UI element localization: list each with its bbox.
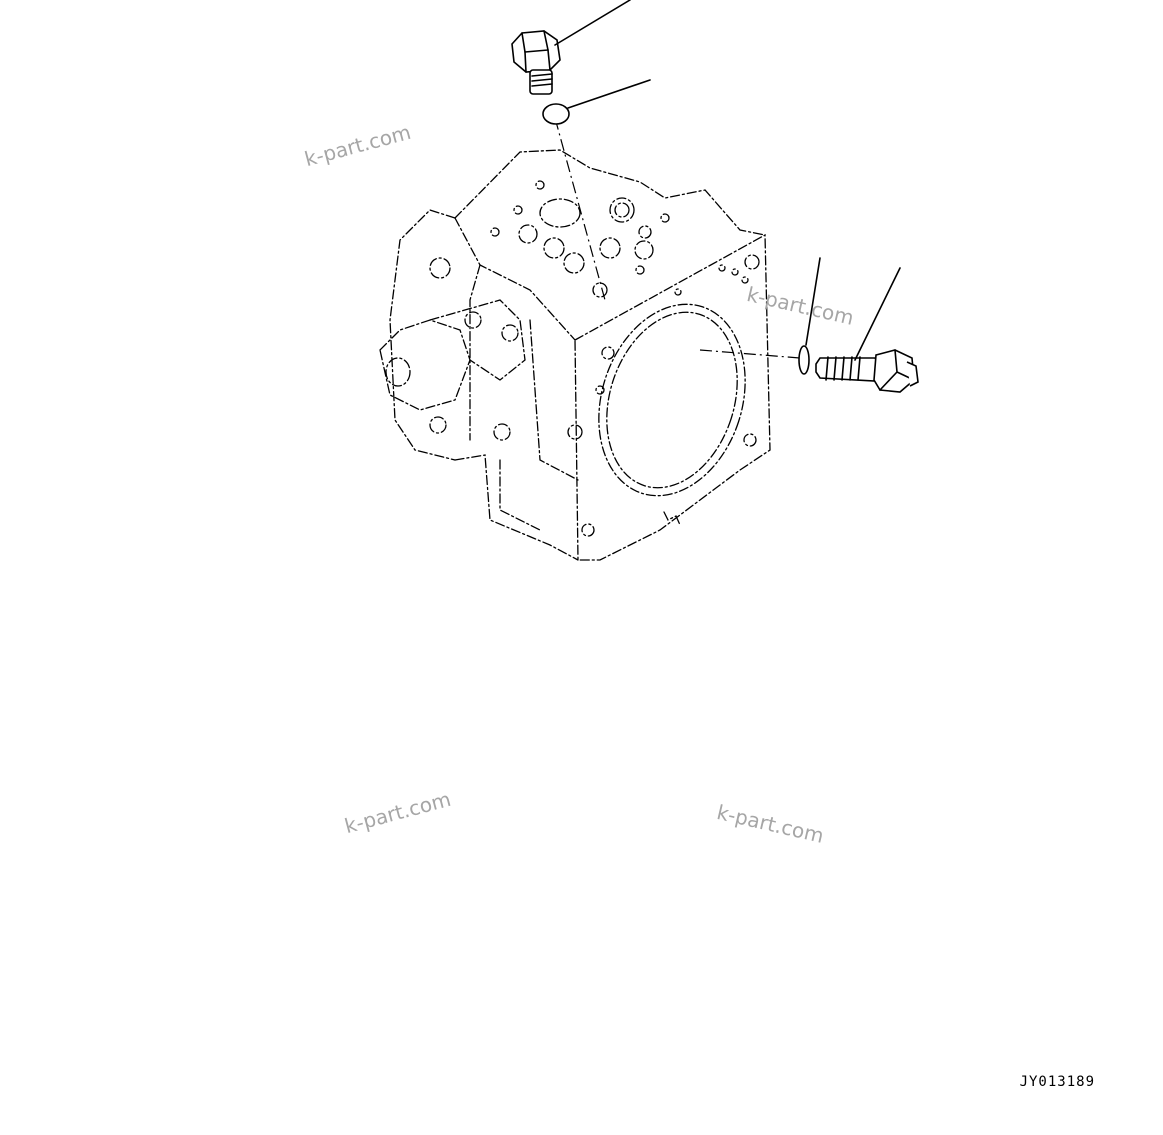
pump-case-phantom <box>379 149 771 561</box>
leader-lines <box>554 0 901 361</box>
hex-plug-icon <box>511 30 561 95</box>
hex-bolt-icon <box>815 349 919 393</box>
o-ring-icon <box>542 103 570 125</box>
o-ring-icon <box>798 345 810 375</box>
centre-lines <box>554 117 801 359</box>
drawing-code-label: JY013189 <box>1019 1074 1095 1090</box>
